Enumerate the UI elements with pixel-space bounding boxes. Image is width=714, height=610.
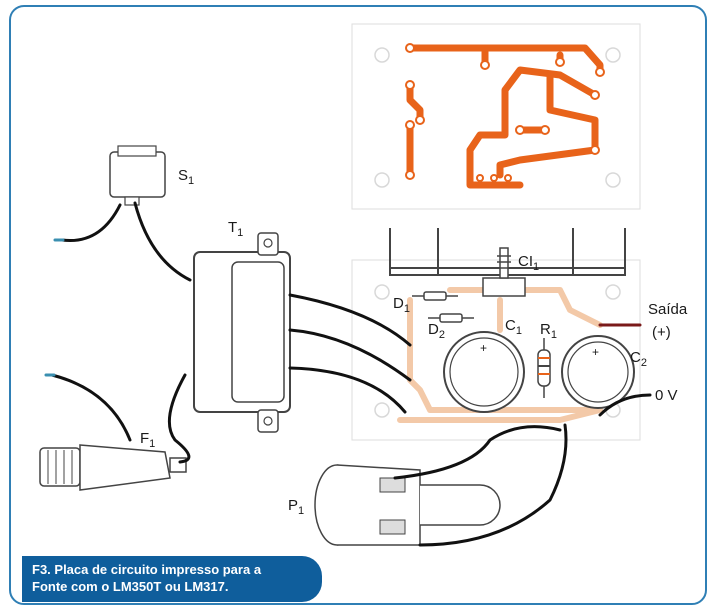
pcb-component-view — [351, 228, 641, 441]
fuse-holder-f1 — [39, 444, 187, 491]
label-output-plus: (+) — [652, 324, 671, 341]
wire-fuse-mains — [50, 373, 132, 442]
switch-s1 — [109, 145, 166, 206]
transformer-t1 — [193, 232, 291, 433]
diagram-frame — [9, 5, 707, 605]
label-d2: D2 — [428, 321, 445, 341]
label-s1: S1 — [178, 167, 194, 187]
resistor-r1 — [537, 338, 551, 398]
label-c2: C2 — [630, 349, 647, 369]
label-zero-volt: 0 V — [655, 387, 678, 404]
wire-fuse-transformer — [167, 373, 191, 464]
potentiometer-p1 — [314, 464, 501, 546]
wire-stripped-ends — [44, 238, 65, 377]
label-saida: Saída — [648, 301, 688, 318]
label-c1-polarity: + — [480, 341, 487, 355]
figure-caption: F3. Placa de circuito impresso para a Fo… — [22, 556, 322, 602]
label-f1: F1 — [140, 430, 155, 450]
label-p1: P1 — [288, 497, 304, 517]
label-ci1: CI1 — [518, 253, 539, 273]
copper-pads — [405, 43, 605, 182]
wire-s1-mains — [60, 203, 122, 243]
mounting-holes-top — [374, 47, 621, 188]
label-r1: R1 — [540, 321, 557, 341]
capacitors — [443, 331, 635, 413]
pcb-copper-view — [351, 23, 641, 210]
wire-s1-transformer — [133, 201, 192, 282]
diode-d1 — [423, 291, 447, 301]
label-d1: D1 — [393, 295, 410, 315]
wire-secondary-1 — [288, 293, 412, 347]
label-c2-polarity: + — [592, 345, 599, 359]
label-t1: T1 — [228, 219, 243, 239]
wire-secondary-3 — [288, 366, 407, 414]
wire-output-ground — [598, 393, 652, 417]
caption-line-1: F3. Placa de circuito impresso para a — [32, 562, 262, 577]
wire-pot-2 — [418, 423, 568, 547]
wire-secondary-2 — [288, 328, 412, 382]
diode-d2 — [439, 313, 463, 323]
diodes — [412, 291, 474, 323]
regulator-ci1 — [482, 247, 526, 297]
wire-pot-1 — [393, 425, 562, 480]
wires — [50, 201, 652, 547]
label-c1: C1 — [505, 317, 522, 337]
caption-line-2: Fonte com o LM350T ou LM317. — [32, 579, 229, 594]
